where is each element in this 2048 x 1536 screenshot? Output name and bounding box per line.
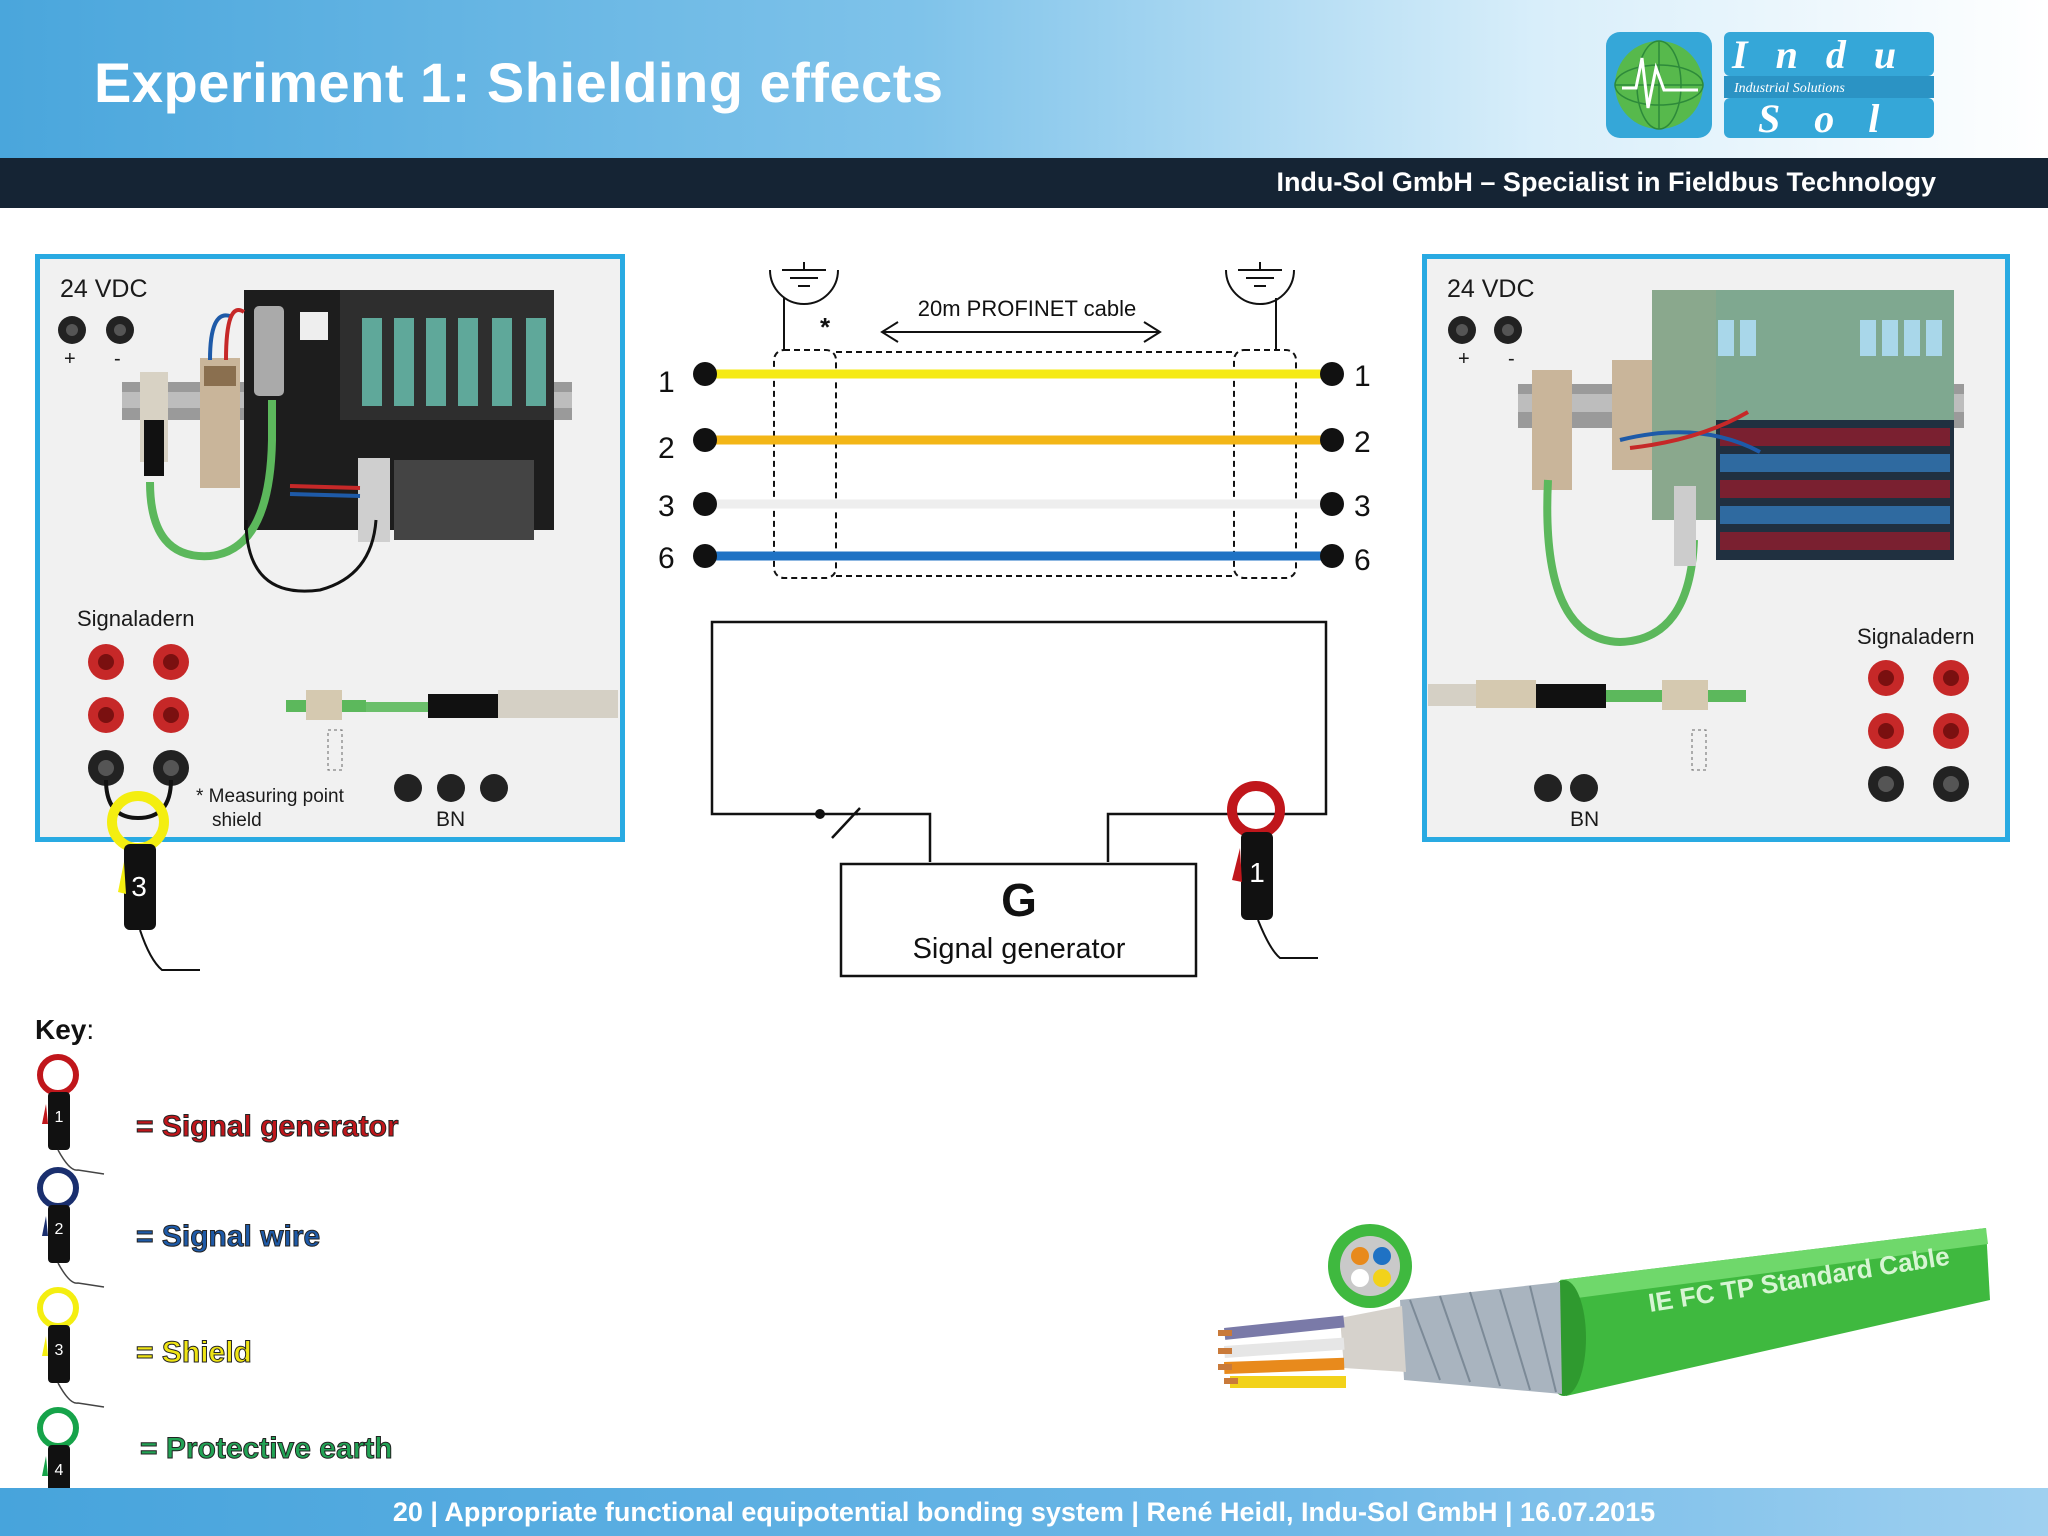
key-clamp-1-number: 1 [55,1109,64,1126]
ground-symbol-right [1225,262,1295,350]
wire-2 [693,428,1344,452]
key-label-shield: = Shield [136,1336,253,1370]
right-supply-label: 24 VDC [1447,275,1535,303]
key-clamp-3 [37,1287,105,1408]
key-title: Key: [35,1014,94,1046]
measuring-point-note-2: shield [212,810,262,831]
wire-1-left-label: 1 [658,366,675,399]
cable-length-label: 20m PROFINET cable [918,296,1136,321]
footer-bar [0,1488,2048,1536]
clamp-1-number: 1 [1249,857,1265,888]
shield-clamp-3 [107,791,200,971]
subtitle-bar [0,158,2048,208]
key-label-protective-earth: = Protective earth [140,1432,394,1466]
wire-3-left-label: 3 [658,490,675,523]
left-cable-connector [286,690,618,771]
left-signal-sockets [88,644,508,821]
footer-text: 20 | Appropriate functional equipotentia… [392,1497,1656,1527]
key-clamp-2-number: 2 [55,1221,64,1238]
left-plus-label: + [64,348,76,370]
left-plc-hardware [58,290,572,593]
measuring-point-note: * Measuring point [196,786,344,807]
key-clamp-2 [37,1167,105,1288]
right-bn-label: BN [1570,808,1600,831]
key-clamp-4-number: 4 [55,1462,64,1479]
logo-text-indu: Indu [1731,32,1924,77]
right-io-hardware [1448,290,1964,647]
wire-2-left-label: 2 [658,432,675,465]
signal-generator-box [839,862,1198,978]
generator-loop [710,620,1328,862]
left-signal-label: Signaladern [77,606,195,631]
right-minus-label: - [1508,348,1515,370]
right-cable-connector [1428,680,1746,771]
wire-2-right-label: 2 [1354,426,1371,459]
wire-3 [693,492,1344,516]
company-tagline: Indu-Sol GmbH – Specialist in Fieldbus T… [1276,167,1936,197]
left-bn-label: BN [436,808,466,831]
signal-generator-clamp-1 [1227,781,1318,959]
key-title-suffix: : [86,1014,95,1045]
cable-length-arrow [880,321,1162,343]
wire-1-right-label: 1 [1354,360,1371,393]
page-title: Experiment 1: Shielding effects [94,51,944,114]
wire-6 [693,544,1344,568]
key-title-text: Key [35,1014,87,1045]
logo-tagline: Industrial Solutions [1733,81,1845,96]
clamp-3-number: 3 [131,871,147,902]
wire-1 [693,362,1344,386]
left-supply-label: 24 VDC [60,275,148,303]
measuring-asterisk: * [820,312,831,342]
shield-outline [773,349,1297,579]
profinet-cable-illustration [1218,1224,1990,1396]
right-signal-label: Signaladern [1857,624,1975,649]
key-label-signal-wire: = Signal wire [135,1220,321,1254]
logo-text-sol: Sol [1758,96,1913,141]
key-label-signal-generator: = Signal generator [136,1110,400,1144]
wire-3-right-label: 3 [1354,490,1371,523]
right-signal-sockets [1534,660,1969,802]
logo-graphic: Indu Industrial Solutions Sol [1606,32,1934,141]
ground-symbol-left [769,262,839,350]
switch-contact [815,809,825,819]
indusol-logo: Indu Industrial Solutions Sol [1600,28,1940,144]
generator-symbol: G [1001,874,1037,926]
wire-6-left-label: 6 [658,542,675,575]
key-clamp-3-number: 3 [55,1342,64,1359]
key-clamp-1 [37,1054,105,1175]
left-minus-label: - [114,348,121,370]
generator-label: Signal generator [913,933,1126,965]
wire-6-right-label: 6 [1354,544,1371,577]
right-plus-label: + [1458,348,1470,370]
